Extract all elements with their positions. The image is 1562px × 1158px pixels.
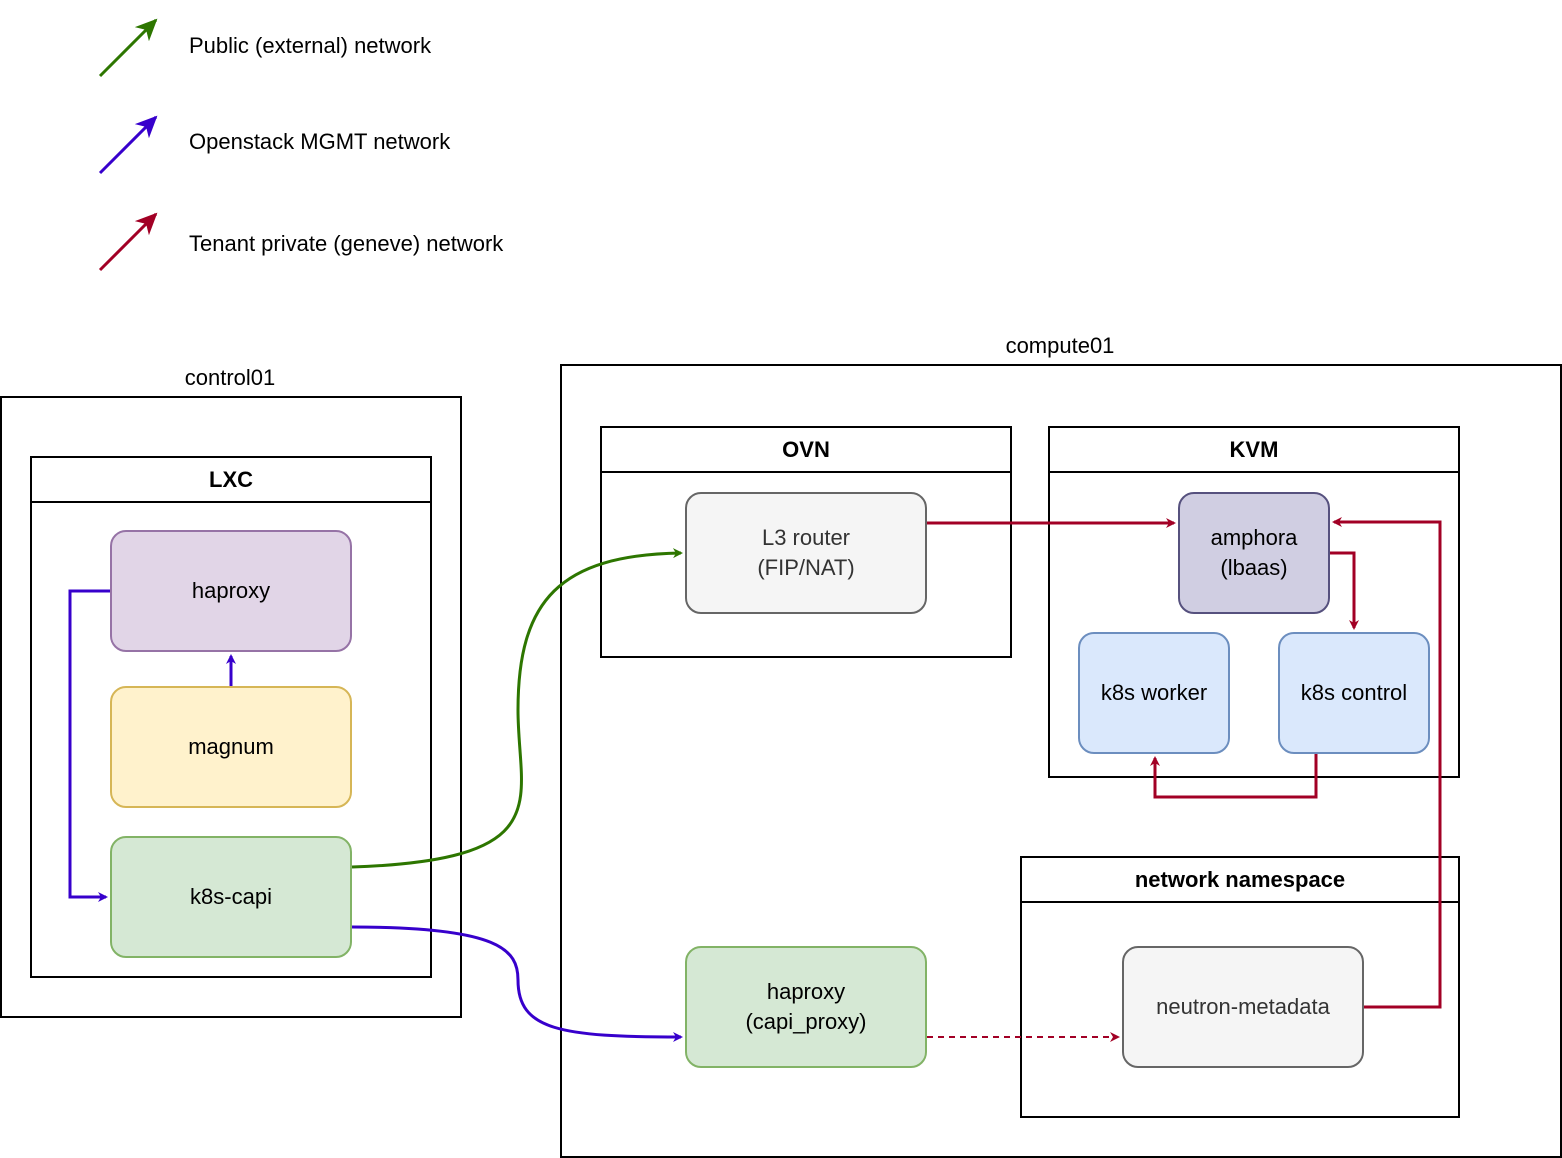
legend-mgmt-label: Openstack MGMT network <box>189 129 451 154</box>
kvm-header: KVM <box>1050 428 1458 473</box>
haproxy-capi-proxy-node[interactable]: haproxy (capi_proxy) <box>685 946 927 1068</box>
legend-arrow-mgmt <box>98 115 158 175</box>
amphora-node[interactable]: amphora (lbaas) <box>1178 492 1330 614</box>
k8s-capi-node[interactable]: k8s-capi <box>110 836 352 958</box>
k8s-control-node[interactable]: k8s control <box>1278 632 1430 754</box>
network-namespace-header: network namespace <box>1022 858 1458 903</box>
magnum-node[interactable]: magnum <box>110 686 352 808</box>
lxc-header: LXC <box>32 458 430 503</box>
compute01-label: compute01 <box>1005 333 1115 358</box>
legend-tenant-label: Tenant private (geneve) network <box>189 231 504 256</box>
k8s-worker-node[interactable]: k8s worker <box>1078 632 1230 754</box>
haproxy-node[interactable]: haproxy <box>110 530 352 652</box>
control01-label: control01 <box>184 365 276 390</box>
legend-arrow-tenant <box>98 212 158 272</box>
legend-public-label: Public (external) network <box>189 33 432 58</box>
legend-arrow-public <box>98 18 158 78</box>
l3-router-node[interactable]: L3 router (FIP/NAT) <box>685 492 927 614</box>
neutron-metadata-node[interactable]: neutron-metadata <box>1122 946 1364 1068</box>
ovn-header: OVN <box>602 428 1010 473</box>
